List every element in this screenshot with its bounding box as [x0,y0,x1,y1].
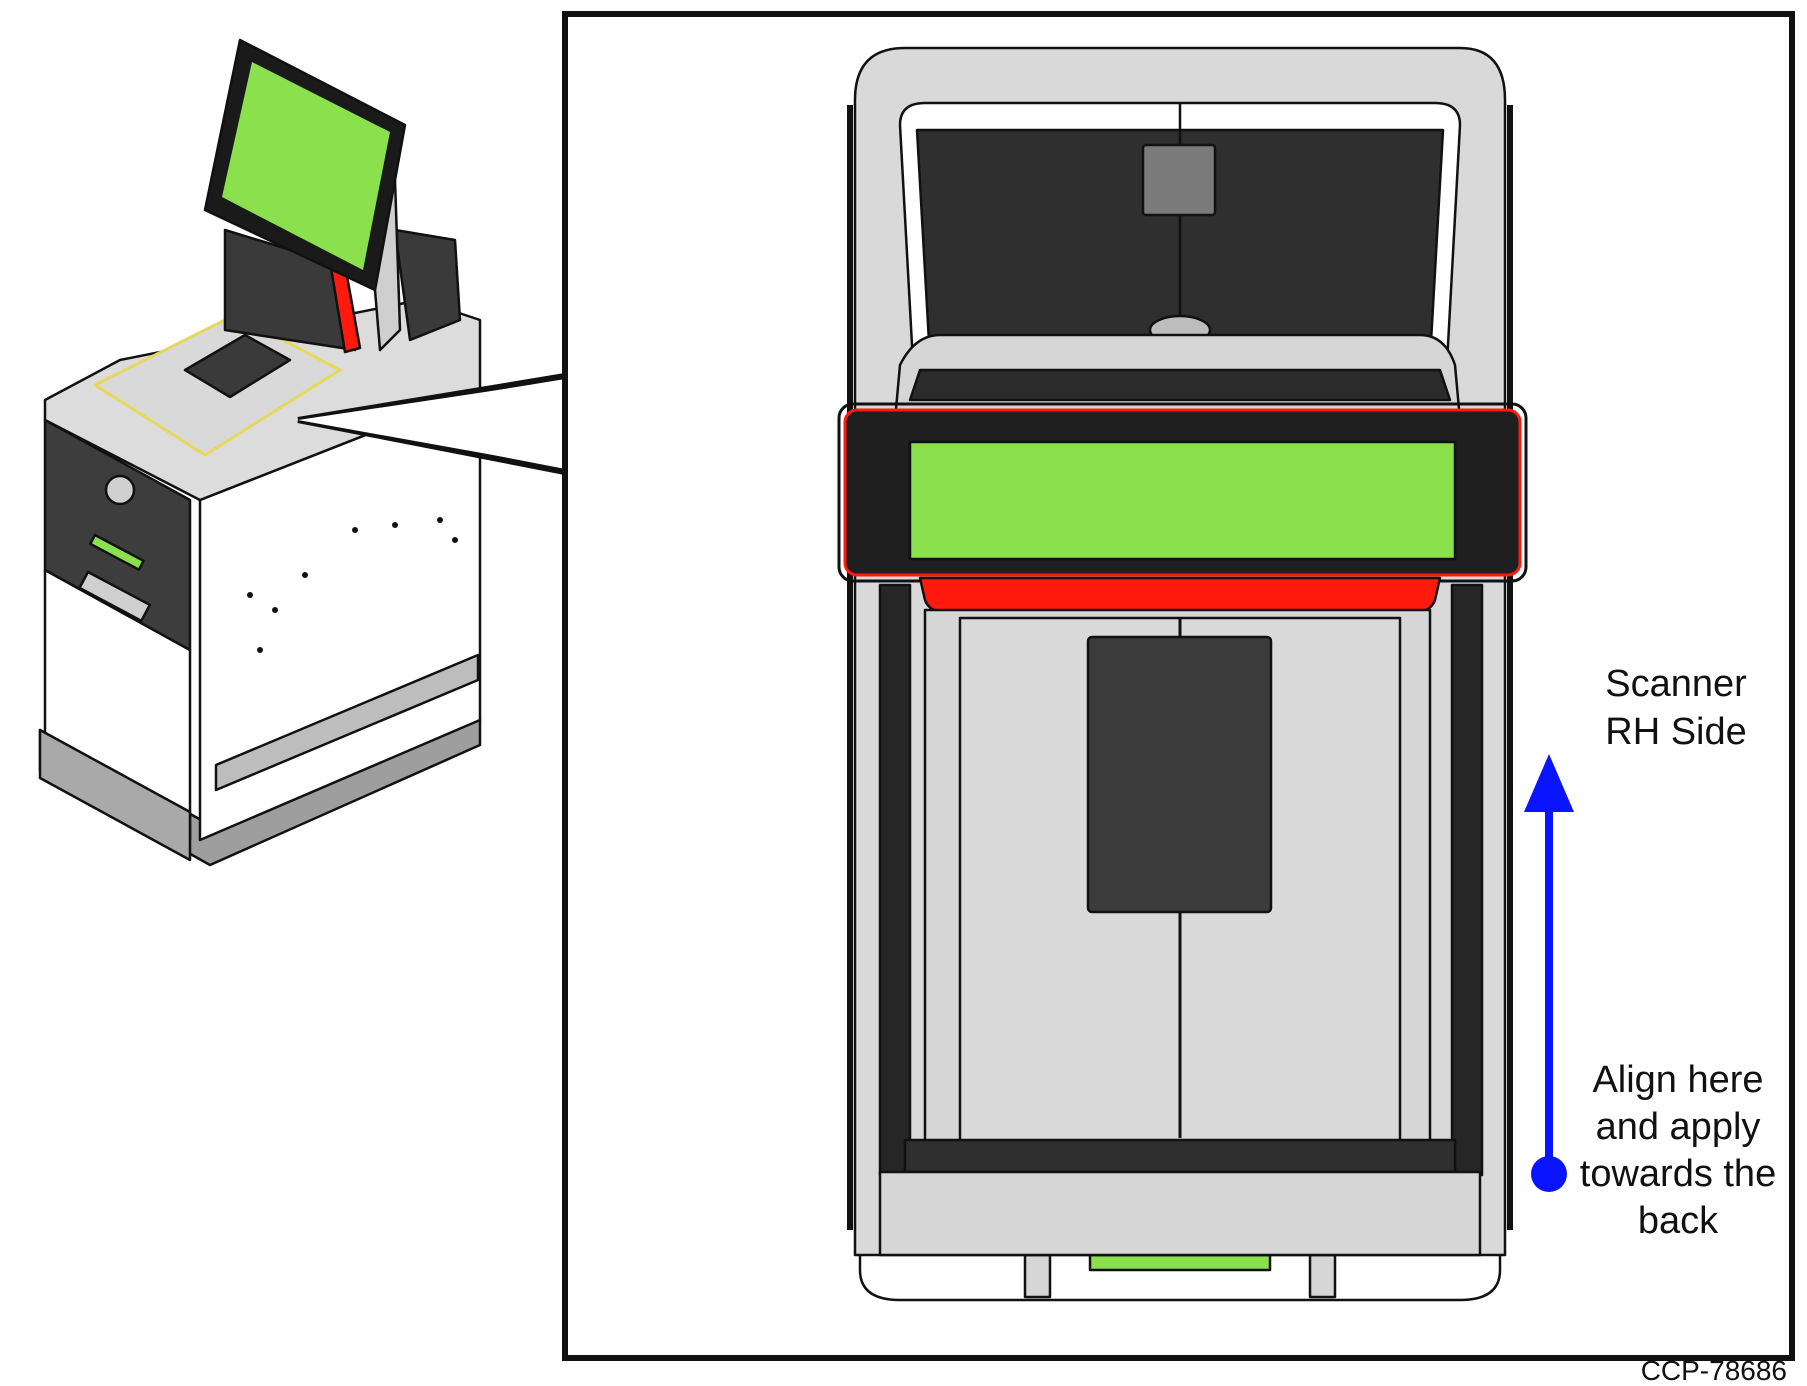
kiosk-monitor-screen [222,62,390,270]
arrow-head [1524,754,1574,812]
align-label-1: Align here [1592,1059,1763,1101]
scanner-top-plate [908,368,1452,402]
align-label-3: towards the [1580,1153,1776,1195]
kiosk-overview [38,38,482,867]
kiosk-front-panel [43,418,192,652]
kiosk-card-reader [78,570,152,623]
callout-wedge [298,380,565,468]
kiosk-foot-left [1023,1253,1052,1299]
kiosk-side-stripe [214,653,480,792]
kiosk-foot-right [1308,1253,1337,1299]
arrow-origin-dot [1531,1156,1567,1192]
front-lip [878,1170,1482,1257]
right-rail [1450,583,1484,1177]
scanner-side-label-2: RH Side [1605,711,1747,753]
bottom-green-part [1088,1253,1272,1272]
kiosk-side-holes [247,517,458,653]
bin-latch [1141,143,1217,217]
kiosk-bottom-outline [858,1255,1502,1302]
left-rail [878,583,912,1177]
align-label-4: back [1638,1200,1719,1242]
kiosk-scanner-window [183,333,292,399]
front-lip-dark [903,1138,1457,1174]
kiosk-keypad [104,474,136,506]
scanner-glass-window [1086,635,1273,914]
kiosk-payment-slot [89,533,145,571]
apply-direction-arrow [1524,754,1574,1192]
figure-code: CCP-78686 [1641,1355,1787,1386]
kiosk-rear-post [393,228,462,342]
scanner-top-view [837,46,1528,1302]
align-label-2: and apply [1596,1106,1761,1148]
scanner-display [908,440,1457,561]
scanner-side-label-1: Scanner [1605,663,1747,705]
kiosk-front-band [38,728,192,862]
